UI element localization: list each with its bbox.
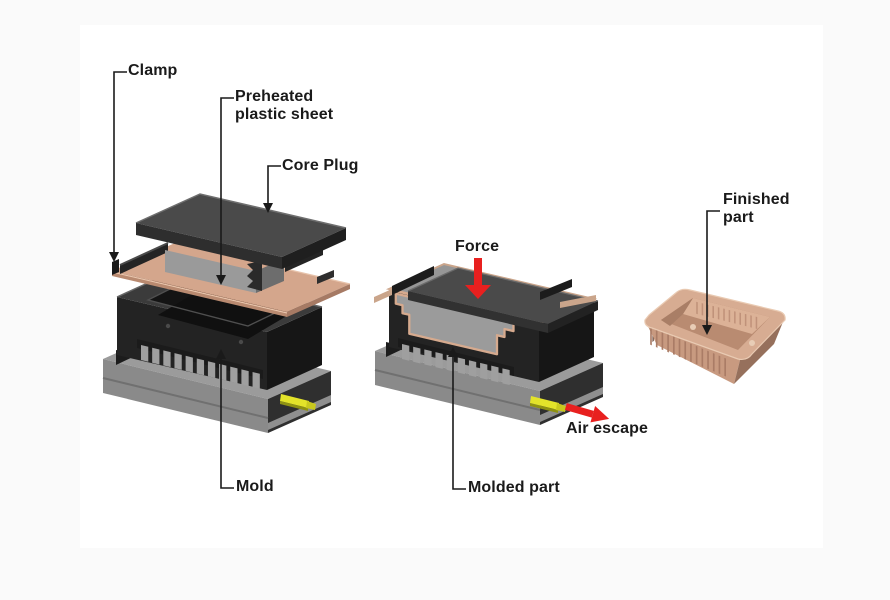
finished-part-3d [644, 288, 786, 384]
leader-lines [113, 71, 720, 490]
air-escape-arrow [564, 403, 610, 423]
force-label: Force [455, 238, 500, 255]
clamp-leader-line [113, 71, 127, 253]
molded-part-label: Molded part [468, 479, 560, 496]
finished-part-leader-line [706, 210, 720, 326]
core-plug-leader-line [267, 165, 281, 204]
preheated-sheet-leader-line [220, 97, 234, 276]
air-vent-nozzle [280, 394, 316, 411]
clamp-label: Clamp [128, 62, 178, 79]
core-plug-3d [135, 193, 347, 293]
mold-label: Mold [236, 478, 274, 495]
molded-part-leader-line [452, 356, 466, 490]
finished-part-label: Finished part [723, 191, 790, 226]
force-arrow [465, 258, 491, 299]
core-plug-label: Core Plug [282, 157, 359, 174]
mold-leader-line [220, 358, 234, 489]
leader-arrowheads [109, 203, 712, 359]
air-vent-nozzle [530, 396, 566, 413]
preheated-plastic-sheet-label: Preheated plastic sheet [235, 88, 334, 123]
air-escape-label: Air escape [566, 420, 648, 437]
closed-mold-3d [374, 262, 603, 425]
